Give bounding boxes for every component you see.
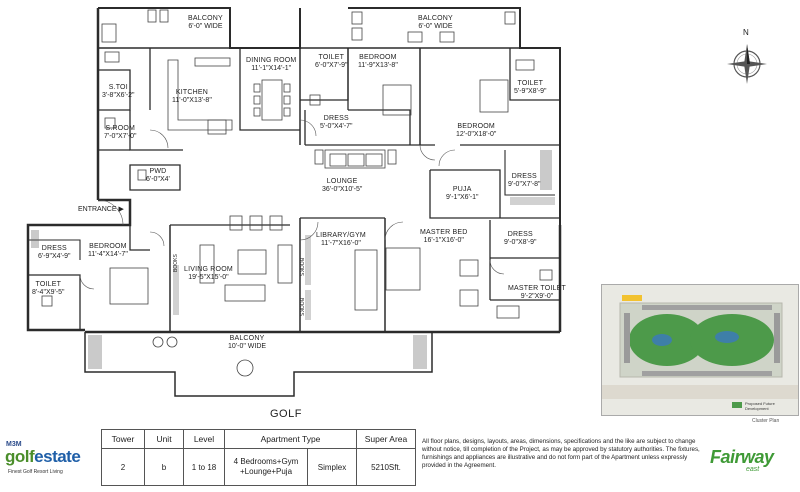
golf-label: GOLF: [270, 408, 302, 420]
golfestate-wordmark: golfestate: [5, 447, 81, 466]
cluster-site-plan: Proposed Future Development: [601, 284, 799, 416]
th-apartment-type: Apartment Type: [224, 429, 357, 449]
fairway-wordmark: Fairway: [710, 447, 774, 467]
compass: N: [727, 28, 767, 88]
td-super-area: 5210Sft.: [356, 448, 416, 486]
compass-north-label: N: [743, 28, 749, 37]
cluster-plan-caption: Cluster Plan: [752, 418, 780, 424]
th-super-area: Super Area: [356, 429, 416, 449]
m3m-logo-text: M3M: [6, 441, 22, 448]
books-label-library-a: BOOKS: [298, 258, 304, 276]
specification-table: Tower Unit Level Apartment Type Super Ar…: [101, 429, 416, 486]
books-label-library-b: BOOKS: [298, 298, 304, 316]
site-legend-label: Proposed Future Development: [745, 401, 775, 411]
compass-rose-icon: [727, 44, 767, 84]
disclaimer-text: All floor plans, designs, layouts, areas…: [422, 438, 700, 469]
td-unit: b: [144, 448, 184, 486]
td-level: 1 to 18: [183, 448, 225, 486]
fairway-east-logo: Fairway east: [710, 447, 796, 473]
th-tower: Tower: [101, 429, 145, 449]
entrance-label: ENTRANCE ▶: [78, 206, 124, 213]
site-plan-image: [602, 285, 798, 415]
td-tower: 2: [101, 448, 145, 486]
floor-plan: [26, 7, 562, 397]
td-style: Simplex: [307, 448, 357, 486]
td-apartment-type: 4 Bedrooms+Gym +Lounge+Puja: [224, 448, 308, 486]
th-level: Level: [183, 429, 225, 449]
books-label-living: BOOKS: [173, 254, 179, 272]
golfestate-tagline: Finest Golf Resort Living: [8, 469, 63, 475]
entrance-arrow-icon: ▶: [118, 206, 124, 213]
th-unit: Unit: [144, 429, 184, 449]
east-wordmark: east: [746, 466, 760, 473]
